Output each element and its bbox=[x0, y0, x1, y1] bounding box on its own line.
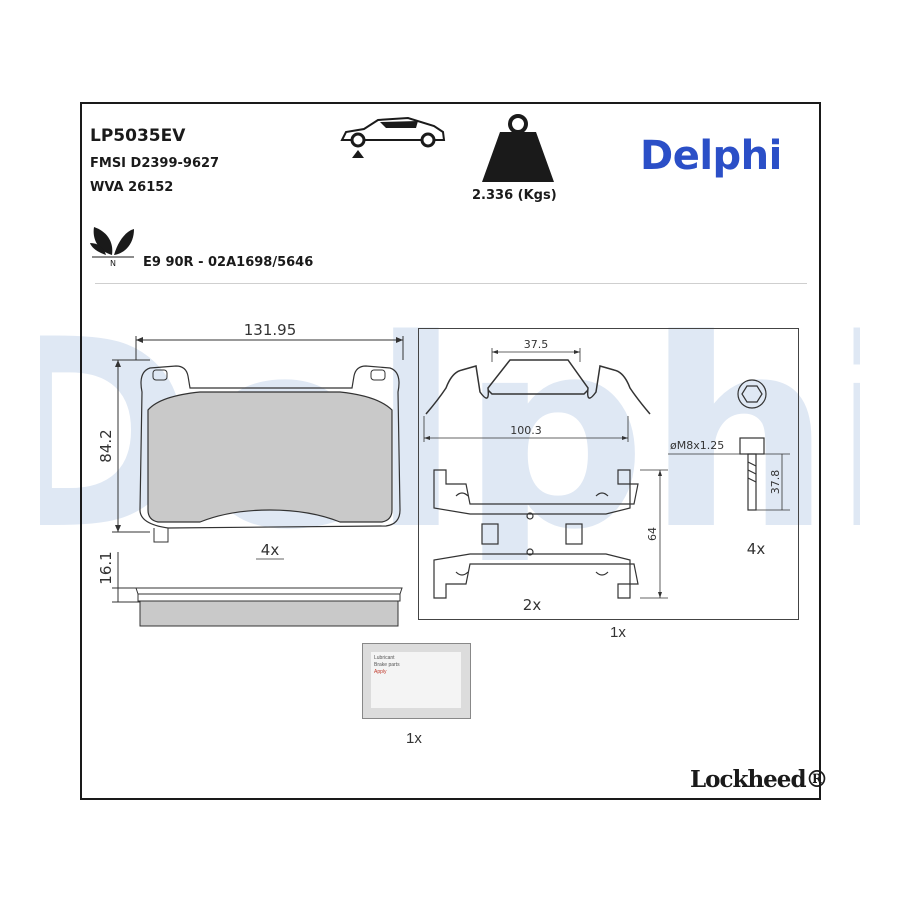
car-front-axle-icon bbox=[340, 116, 446, 158]
sachet-label-line: Lubricant bbox=[374, 655, 395, 661]
eco-mark-letter: N bbox=[110, 259, 116, 267]
pad-thickness-dim: 16.1 bbox=[97, 551, 115, 584]
bolt-length-dim: 37.8 bbox=[769, 470, 782, 495]
clip-inner-dim: 37.5 bbox=[524, 338, 549, 351]
lockheed-logo: Lockheed® bbox=[690, 766, 829, 793]
weight-icon bbox=[482, 114, 554, 182]
hardware-kit-box bbox=[418, 328, 799, 620]
approval-number: E9 90R - 02A1698/5646 bbox=[143, 255, 314, 270]
sachet-label: Lubricant Brake parts Apply bbox=[371, 652, 461, 708]
bolt-thread-dim: øM8x1.25 bbox=[670, 439, 724, 452]
pad-width-dim: 131.95 bbox=[244, 321, 297, 339]
wva-code: WVA 26152 bbox=[90, 180, 174, 195]
weight-value: 2.336 (Kgs) bbox=[472, 188, 557, 203]
part-number: LP5035EV bbox=[90, 126, 186, 146]
clip-overall-dim: 100.3 bbox=[510, 424, 542, 437]
grease-qty: 1x bbox=[406, 730, 422, 747]
brake-pad-drawing: 131.95 84.2 4x 16.1 bbox=[97, 321, 404, 627]
sachet-label-line: Apply bbox=[374, 669, 387, 675]
grease-sachet: Lubricant Brake parts Apply bbox=[362, 643, 471, 719]
hardware-kit-drawing: 37.5 100.3 64 2x øM8x1.25 37.8 4x bbox=[423, 338, 790, 614]
sachet-label-line: Brake parts bbox=[374, 662, 400, 668]
clip-height-dim: 64 bbox=[646, 527, 659, 541]
spec-sheet-frame bbox=[80, 102, 821, 800]
pad-qty: 4x bbox=[261, 541, 280, 559]
bolt-qty: 4x bbox=[747, 540, 766, 558]
pad-height-dim: 84.2 bbox=[97, 429, 115, 462]
fmsi-code: FMSI D2399-9627 bbox=[90, 156, 220, 171]
clip-qty: 2x bbox=[523, 596, 542, 614]
delphi-logo: Delphi bbox=[640, 133, 782, 179]
kit-qty: 1x bbox=[610, 624, 626, 641]
eco-leaves-icon: N bbox=[90, 227, 134, 267]
header-divider bbox=[95, 283, 807, 284]
